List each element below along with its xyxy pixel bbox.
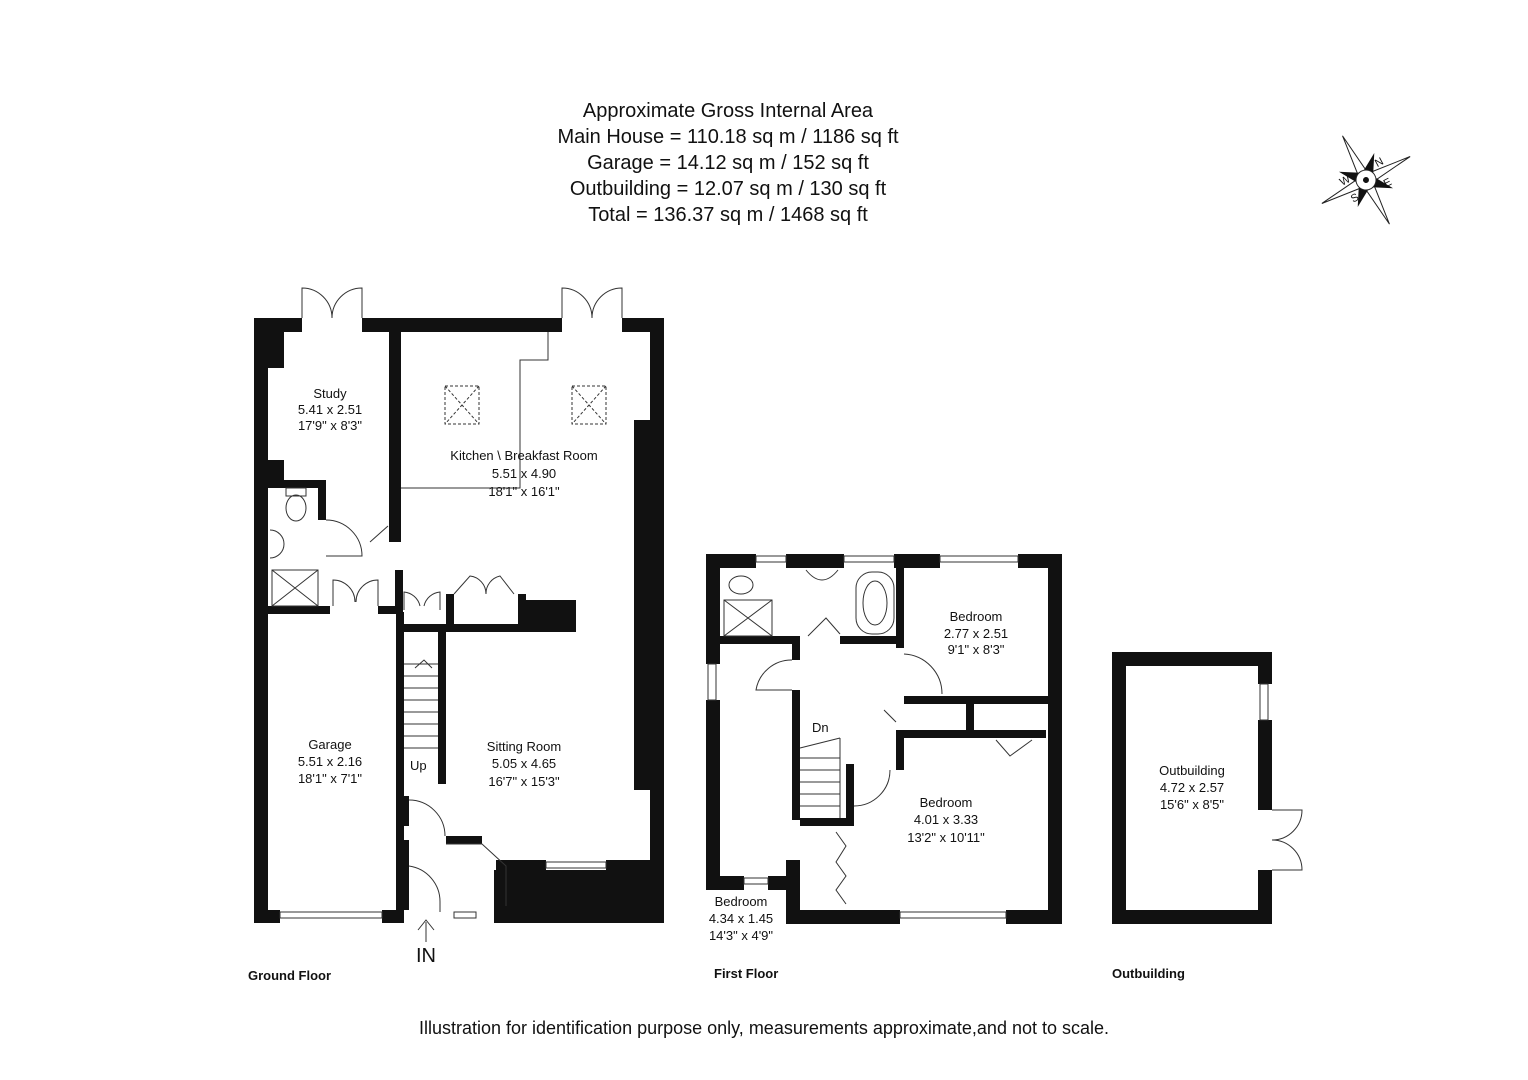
sitting-name: Sitting Room [487,739,561,754]
sitting-imperial: 16'7" x 15'3" [488,774,560,789]
first-floor-fixtures [707,555,1033,919]
ground-floor-fixtures [269,287,623,942]
study-name: Study [313,386,347,401]
bedroom2-imperial: 9'1" x 8'3" [948,642,1005,657]
bedroom1-name: Bedroom [920,795,973,810]
garage-imperial: 18'1" x 7'1" [298,771,362,786]
garage-name: Garage [308,737,351,752]
garage-metric: 5.51 x 2.16 [298,754,362,769]
outbuilding-metric: 4.72 x 2.57 [1160,780,1224,795]
sitting-metric: 5.05 x 4.65 [492,756,556,771]
bedroom3-imperial: 14'3" x 4'9" [709,928,773,943]
area-garage: Garage = 14.12 sq m / 152 sq ft [587,152,869,174]
study-metric: 5.41 x 2.51 [298,402,362,417]
area-summary: Approximate Gross Internal Area Main Hou… [0,98,1456,228]
outbuilding-imperial: 15'6" x 8'5" [1160,797,1224,812]
area-title: Approximate Gross Internal Area [582,100,874,122]
disclaimer: Illustration for identification purpose … [418,1018,1110,1038]
kitchen-imperial: 18'1" x 16'1" [488,484,560,499]
ground-floor-plan [254,318,664,923]
outbuilding-name: Outbuilding [1159,763,1225,778]
compass-icon: N W S E [1321,135,1411,225]
stairs-up-label: Up [410,758,427,773]
outbuilding-fixtures [1259,683,1303,871]
stairs-down-label: Dn [812,720,829,735]
study-imperial: 17'9" x 8'3" [298,418,362,433]
bedroom3-metric: 4.34 x 1.45 [709,911,773,926]
bedroom2-name: Bedroom [950,609,1003,624]
area-main-house: Main House = 110.18 sq m / 1186 sq ft [557,126,899,148]
bedroom3-name: Bedroom [715,894,768,909]
area-total: Total = 136.37 sq m / 1468 sq ft [588,204,868,226]
bedroom1-metric: 4.01 x 3.33 [914,812,978,827]
kitchen-metric: 5.51 x 4.90 [492,466,556,481]
bedroom1-imperial: 13'2" x 10'11" [907,830,985,845]
outbuilding-plan [1112,652,1272,924]
bedroom2-metric: 2.77 x 2.51 [944,626,1008,641]
area-outbuilding: Outbuilding = 12.07 sq m / 130 sq ft [569,178,887,200]
outbuilding-label: Outbuilding [1112,966,1185,981]
first-floor-plan [706,554,1062,924]
entrance-label: IN [416,945,436,967]
ground-floor-label: Ground Floor [248,968,331,983]
kitchen-name: Kitchen \ Breakfast Room [450,448,597,463]
first-floor-label: First Floor [714,966,778,981]
